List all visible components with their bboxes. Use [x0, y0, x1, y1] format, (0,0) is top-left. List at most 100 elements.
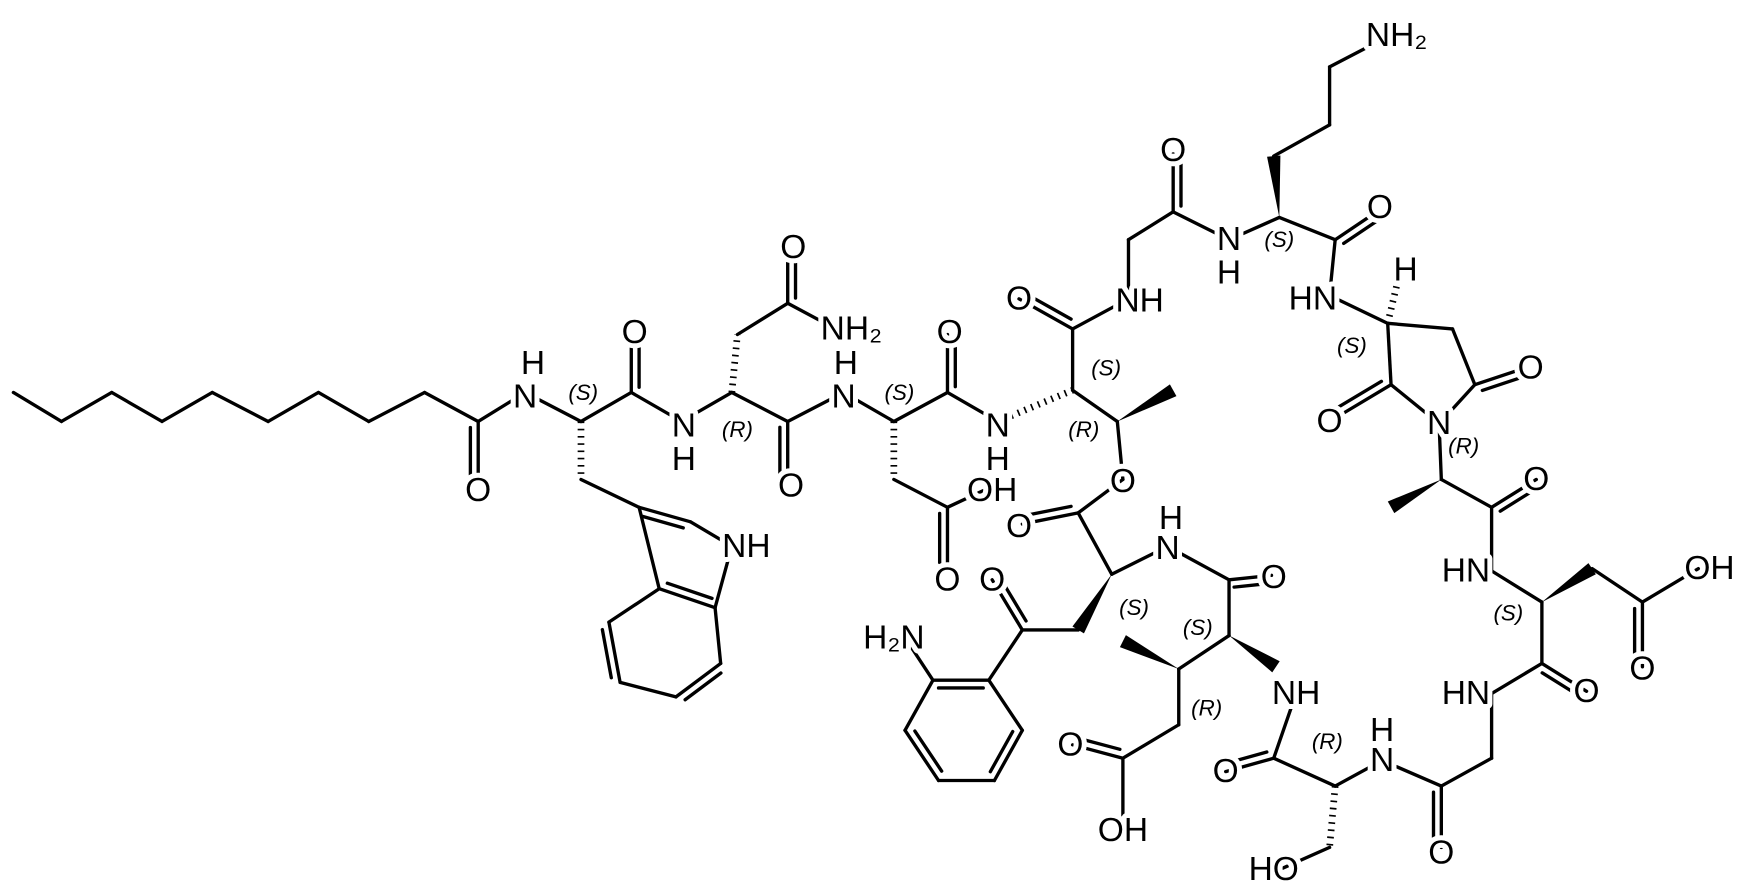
stereo-descriptor: (S)	[1264, 227, 1294, 252]
double-bond	[1227, 573, 1274, 582]
single-bond	[786, 390, 846, 424]
double-bond	[1480, 375, 1525, 393]
single-bond	[1272, 123, 1332, 158]
double-bond	[1020, 511, 1080, 526]
double-bond	[1017, 297, 1075, 331]
double-bond	[1473, 366, 1527, 387]
single-bond	[618, 680, 678, 699]
single-bond	[1327, 293, 1390, 326]
wedge-bond	[1267, 155, 1281, 218]
atom-label: H	[1217, 255, 1241, 292]
single-bond	[1277, 845, 1332, 872]
atom-label: H	[834, 345, 858, 382]
double-bond	[600, 627, 613, 680]
single-bond	[1437, 422, 1444, 482]
atom-label: NH	[1272, 675, 1320, 712]
hashed-bond	[1326, 785, 1339, 848]
atom-label: O	[780, 229, 806, 266]
single-bond	[892, 390, 950, 424]
atom-label: HN	[1289, 280, 1337, 317]
single-bond	[735, 301, 790, 337]
double-bond	[1335, 379, 1384, 410]
atom-label: N	[1155, 530, 1179, 567]
atom-label: O	[1006, 508, 1032, 545]
stereo-descriptor: (S)	[568, 380, 598, 405]
atom-label: O	[1110, 463, 1136, 500]
atom-label: NH	[1115, 283, 1163, 320]
single-bond	[1126, 210, 1175, 242]
double-bond	[1070, 743, 1125, 760]
single-bond	[579, 477, 641, 509]
single-bond	[210, 390, 270, 424]
atom-label: O	[1261, 559, 1287, 596]
hashed-bond	[728, 334, 741, 393]
double-bond	[640, 514, 685, 530]
double-bond	[674, 661, 723, 699]
single-bond	[637, 505, 661, 591]
single-bond	[730, 390, 790, 424]
wedge-bond	[1229, 635, 1280, 673]
single-bond	[786, 301, 838, 331]
double-bond	[1224, 756, 1276, 774]
bonds	[11, 37, 1700, 872]
atom-label: O	[1518, 349, 1544, 386]
stereo-labels: (S)(R)(S)(S)(R)(S)(S)(R)(R)(S)(R)(S)(S)	[568, 227, 1523, 754]
single-bond	[1333, 758, 1384, 788]
double-bond	[665, 581, 714, 601]
single-bond	[903, 678, 935, 732]
atom-label: N	[1217, 221, 1241, 258]
atom-label: H₂N	[863, 619, 924, 656]
single-bond	[679, 390, 734, 424]
single-bond	[1165, 544, 1231, 582]
double-bond	[1498, 487, 1538, 513]
single-bond	[523, 390, 583, 424]
atom-label: O	[622, 314, 648, 351]
atom-label: OH	[967, 472, 1017, 509]
single-bond	[1177, 633, 1231, 671]
atom-label: O	[1057, 726, 1083, 763]
stereo-descriptor: (S)	[1091, 355, 1121, 380]
single-bond	[1640, 566, 1700, 604]
single-bond	[1439, 477, 1494, 509]
single-bond	[1450, 327, 1477, 387]
atom-label: O	[1629, 651, 1655, 688]
single-bond	[713, 606, 723, 666]
atom-label: O	[1213, 753, 1239, 790]
atom-label: N	[513, 378, 537, 415]
single-bond	[1389, 383, 1441, 426]
double-bond	[637, 505, 693, 524]
atom-label: O	[1160, 132, 1186, 169]
atom-label: OH	[1098, 812, 1148, 849]
atom-label: N	[986, 407, 1010, 444]
single-bond	[1380, 758, 1444, 788]
single-bond	[1110, 544, 1170, 576]
stereo-descriptor: (S)	[1337, 333, 1367, 358]
single-bond	[688, 520, 734, 549]
atom-label: NH₂	[821, 310, 882, 347]
single-bond	[59, 390, 114, 424]
atom-label: O	[1317, 403, 1343, 440]
single-bond	[1327, 37, 1385, 69]
atom-label: N	[1427, 405, 1451, 442]
single-bond	[1121, 723, 1181, 760]
double-bond	[1342, 219, 1379, 246]
double-bond	[1026, 293, 1073, 321]
double-bond	[1333, 383, 1393, 420]
single-bond	[1070, 297, 1131, 331]
wedge-bond	[1117, 384, 1177, 422]
stereo-descriptor: (R)	[1191, 696, 1222, 721]
single-bond	[422, 390, 480, 424]
double-bond	[1232, 581, 1270, 589]
wedge-bond	[1072, 574, 1112, 634]
stereo-descriptor: (R)	[1068, 417, 1099, 442]
single-bond	[110, 390, 164, 424]
single-bond	[1171, 210, 1231, 242]
atom-label: H	[986, 441, 1010, 478]
atom-label: HO	[1249, 851, 1299, 888]
single-bond	[1272, 756, 1337, 788]
single-bond	[367, 390, 427, 424]
single-bond	[11, 390, 64, 424]
single-bond	[987, 628, 1025, 682]
